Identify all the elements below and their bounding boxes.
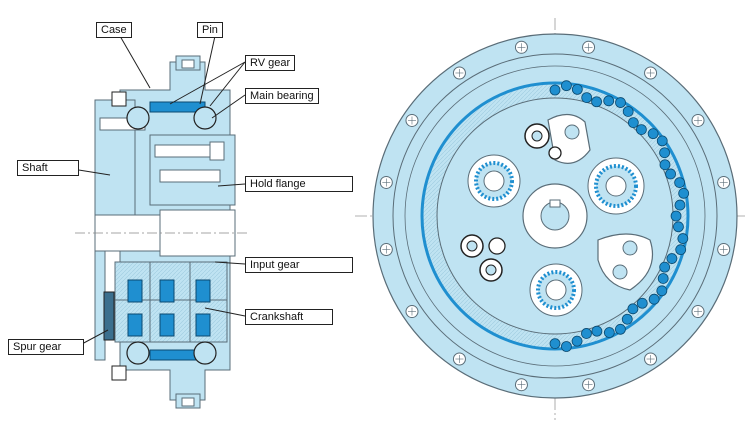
pin-ball	[591, 96, 602, 108]
bolt-hole	[582, 40, 596, 54]
pin-ball	[674, 199, 686, 211]
pin-ball	[678, 187, 690, 199]
spur-gear-part	[103, 291, 115, 341]
pin-ball	[636, 124, 647, 135]
pin-ball	[657, 273, 669, 284]
pin-ball	[659, 147, 670, 159]
label-hold-flange: Hold flange	[245, 176, 353, 192]
crank-bearing-right	[587, 157, 645, 215]
leader-lines	[59, 35, 246, 346]
bolt-hole	[644, 352, 658, 366]
bolt-hole	[691, 305, 705, 319]
main-bearing-bottom-right	[193, 341, 217, 365]
bolt-hole	[405, 305, 419, 319]
label-spur-gear: Spur gear	[8, 339, 84, 355]
pin-ball	[673, 221, 684, 233]
label-pin: Pin	[197, 22, 223, 38]
pin-ball	[648, 293, 660, 305]
crank-bearing-bottom	[529, 263, 583, 317]
pin-ball	[656, 285, 668, 297]
crankshaft-bearing	[127, 279, 143, 303]
pin-ball	[622, 106, 634, 117]
front-view	[355, 18, 745, 420]
pin-ball	[581, 328, 592, 339]
bolt-hole	[405, 113, 419, 127]
pin-ball	[581, 92, 593, 104]
pin-ball	[666, 253, 678, 264]
bolt-hole	[452, 352, 466, 366]
pin-ball	[549, 84, 561, 96]
main-bearing-bottom-left	[126, 341, 150, 365]
pin-ball	[603, 327, 615, 338]
pin-ball	[571, 83, 583, 95]
bolt-hole	[379, 175, 393, 189]
crank-bearing-top-left	[467, 154, 521, 208]
bolt-hole	[717, 243, 731, 257]
label-crankshaft: Crankshaft	[245, 309, 333, 325]
pin-ball	[670, 210, 682, 222]
bolt-hole	[691, 113, 705, 127]
pin-ball	[659, 159, 671, 171]
main-bearing-top-right	[193, 106, 217, 130]
bolt-hole	[452, 66, 466, 80]
bolt-hole	[514, 40, 528, 54]
pin-ball	[647, 128, 659, 140]
pin-ball	[561, 341, 572, 352]
pin-ball	[561, 80, 572, 92]
pin-ball	[571, 335, 583, 347]
pin-ball	[615, 323, 626, 335]
pin-ball	[677, 233, 689, 244]
pin-ball	[665, 168, 676, 180]
main-bearing-top-left	[126, 106, 150, 130]
input-gears	[460, 123, 562, 282]
pin-ball	[636, 297, 648, 309]
pin-ball	[603, 95, 615, 107]
label-rv-gear: RV gear	[245, 55, 296, 71]
pin-ball	[627, 303, 639, 315]
label-shaft: Shaft	[17, 160, 79, 176]
bolt-hole	[582, 378, 596, 392]
pin-ball	[591, 325, 603, 337]
label-main-bearing: Main bearing	[245, 88, 319, 104]
bolt-hole	[717, 175, 731, 189]
pin-ball	[627, 117, 639, 129]
pin-ball	[659, 261, 671, 273]
rv-gear-window-right	[597, 233, 654, 291]
pin-ball	[675, 244, 687, 256]
pin-ball	[674, 177, 686, 189]
bolt-hole	[644, 66, 658, 80]
label-input-gear: Input gear	[245, 257, 353, 273]
label-case: Case	[96, 22, 132, 38]
cross-section-view	[59, 35, 250, 409]
pin-ball	[621, 313, 633, 325]
bolt-hole	[514, 378, 528, 392]
bolt-holes	[379, 40, 731, 392]
pin-balls	[549, 80, 690, 352]
bolt-hole	[379, 243, 393, 257]
pin-ball	[615, 97, 626, 108]
pin-ball	[656, 135, 668, 147]
pin-ball	[549, 338, 561, 349]
